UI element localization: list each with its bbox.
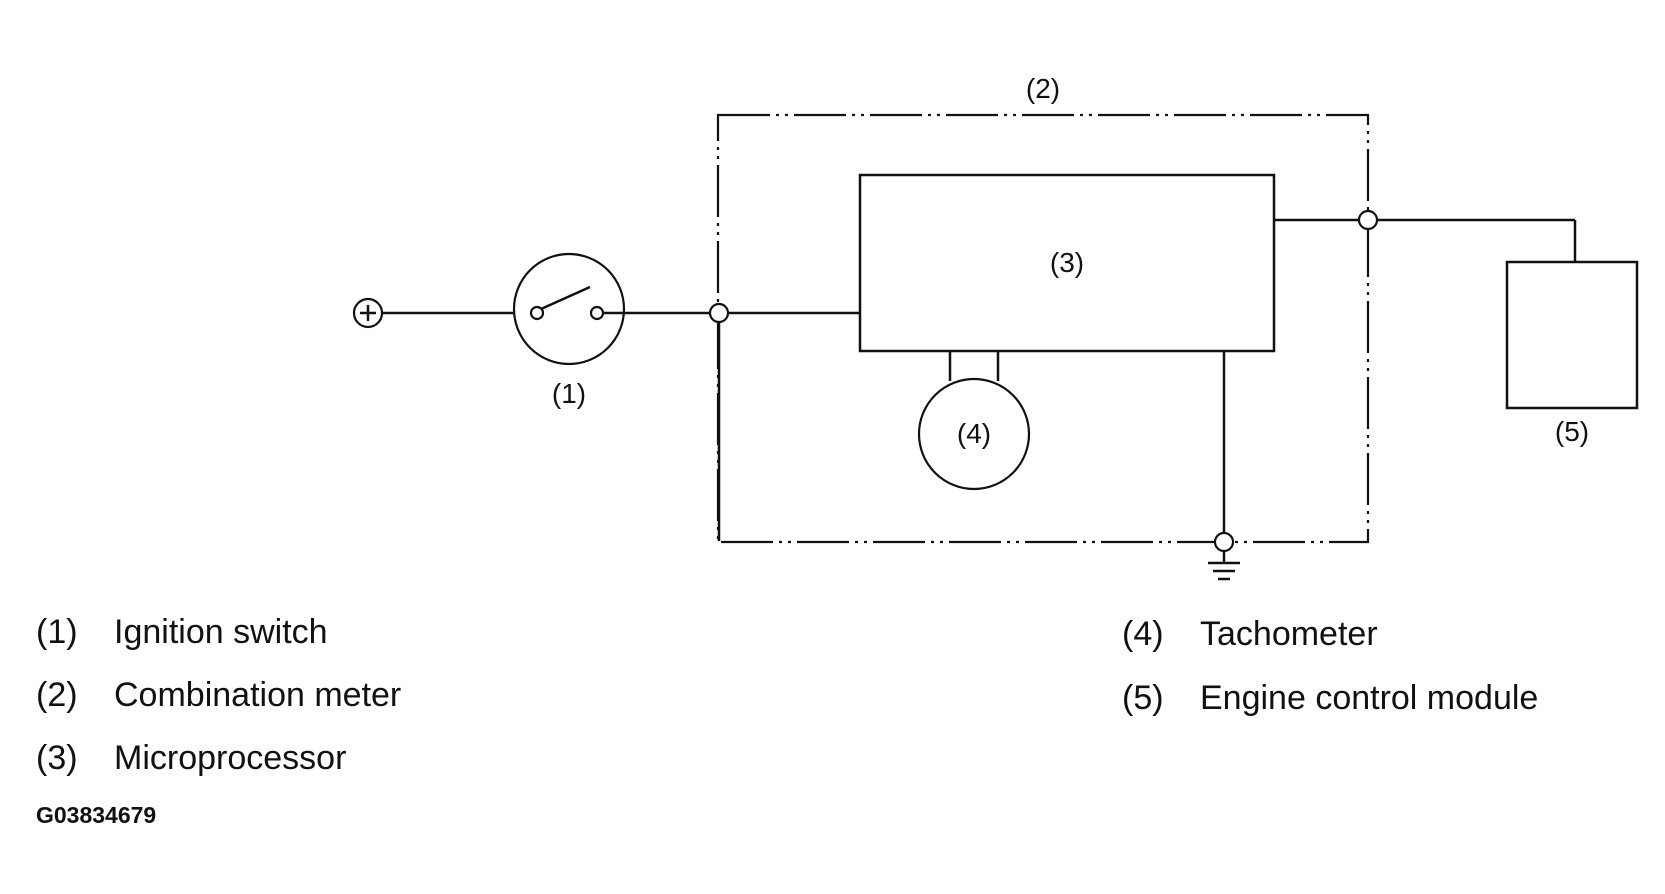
ground-icon	[1208, 551, 1240, 581]
positive-terminal-icon	[352, 297, 384, 329]
legend-label: Tachometer	[1200, 615, 1378, 653]
callout-5: (5)	[1555, 416, 1589, 447]
figure-code: G03834679	[36, 802, 157, 828]
callout-1: (1)	[552, 378, 586, 409]
microprocessor-box	[858, 173, 1276, 353]
callout-2: (2)	[1026, 73, 1060, 104]
legend-number: (1)	[36, 613, 78, 651]
callout-4: (4)	[957, 418, 991, 449]
tachometer-gauge	[917, 377, 1031, 491]
callout-3: (3)	[1050, 247, 1084, 278]
legend-label: Engine control module	[1200, 679, 1539, 717]
legend-label: Combination meter	[114, 676, 402, 714]
legend-label: Ignition switch	[114, 613, 328, 651]
junction-node-right	[1357, 209, 1379, 231]
legend-label: Microprocessor	[114, 739, 347, 777]
ignition-switch-icon	[512, 252, 626, 366]
legend-number: (2)	[36, 676, 78, 714]
junction-node-left	[708, 302, 730, 324]
legend-number: (4)	[1122, 615, 1164, 653]
legend-number: (3)	[36, 739, 78, 777]
junction-node-ground	[1213, 531, 1235, 553]
engine-control-module-box	[1505, 260, 1639, 410]
legend-number: (5)	[1122, 679, 1164, 717]
